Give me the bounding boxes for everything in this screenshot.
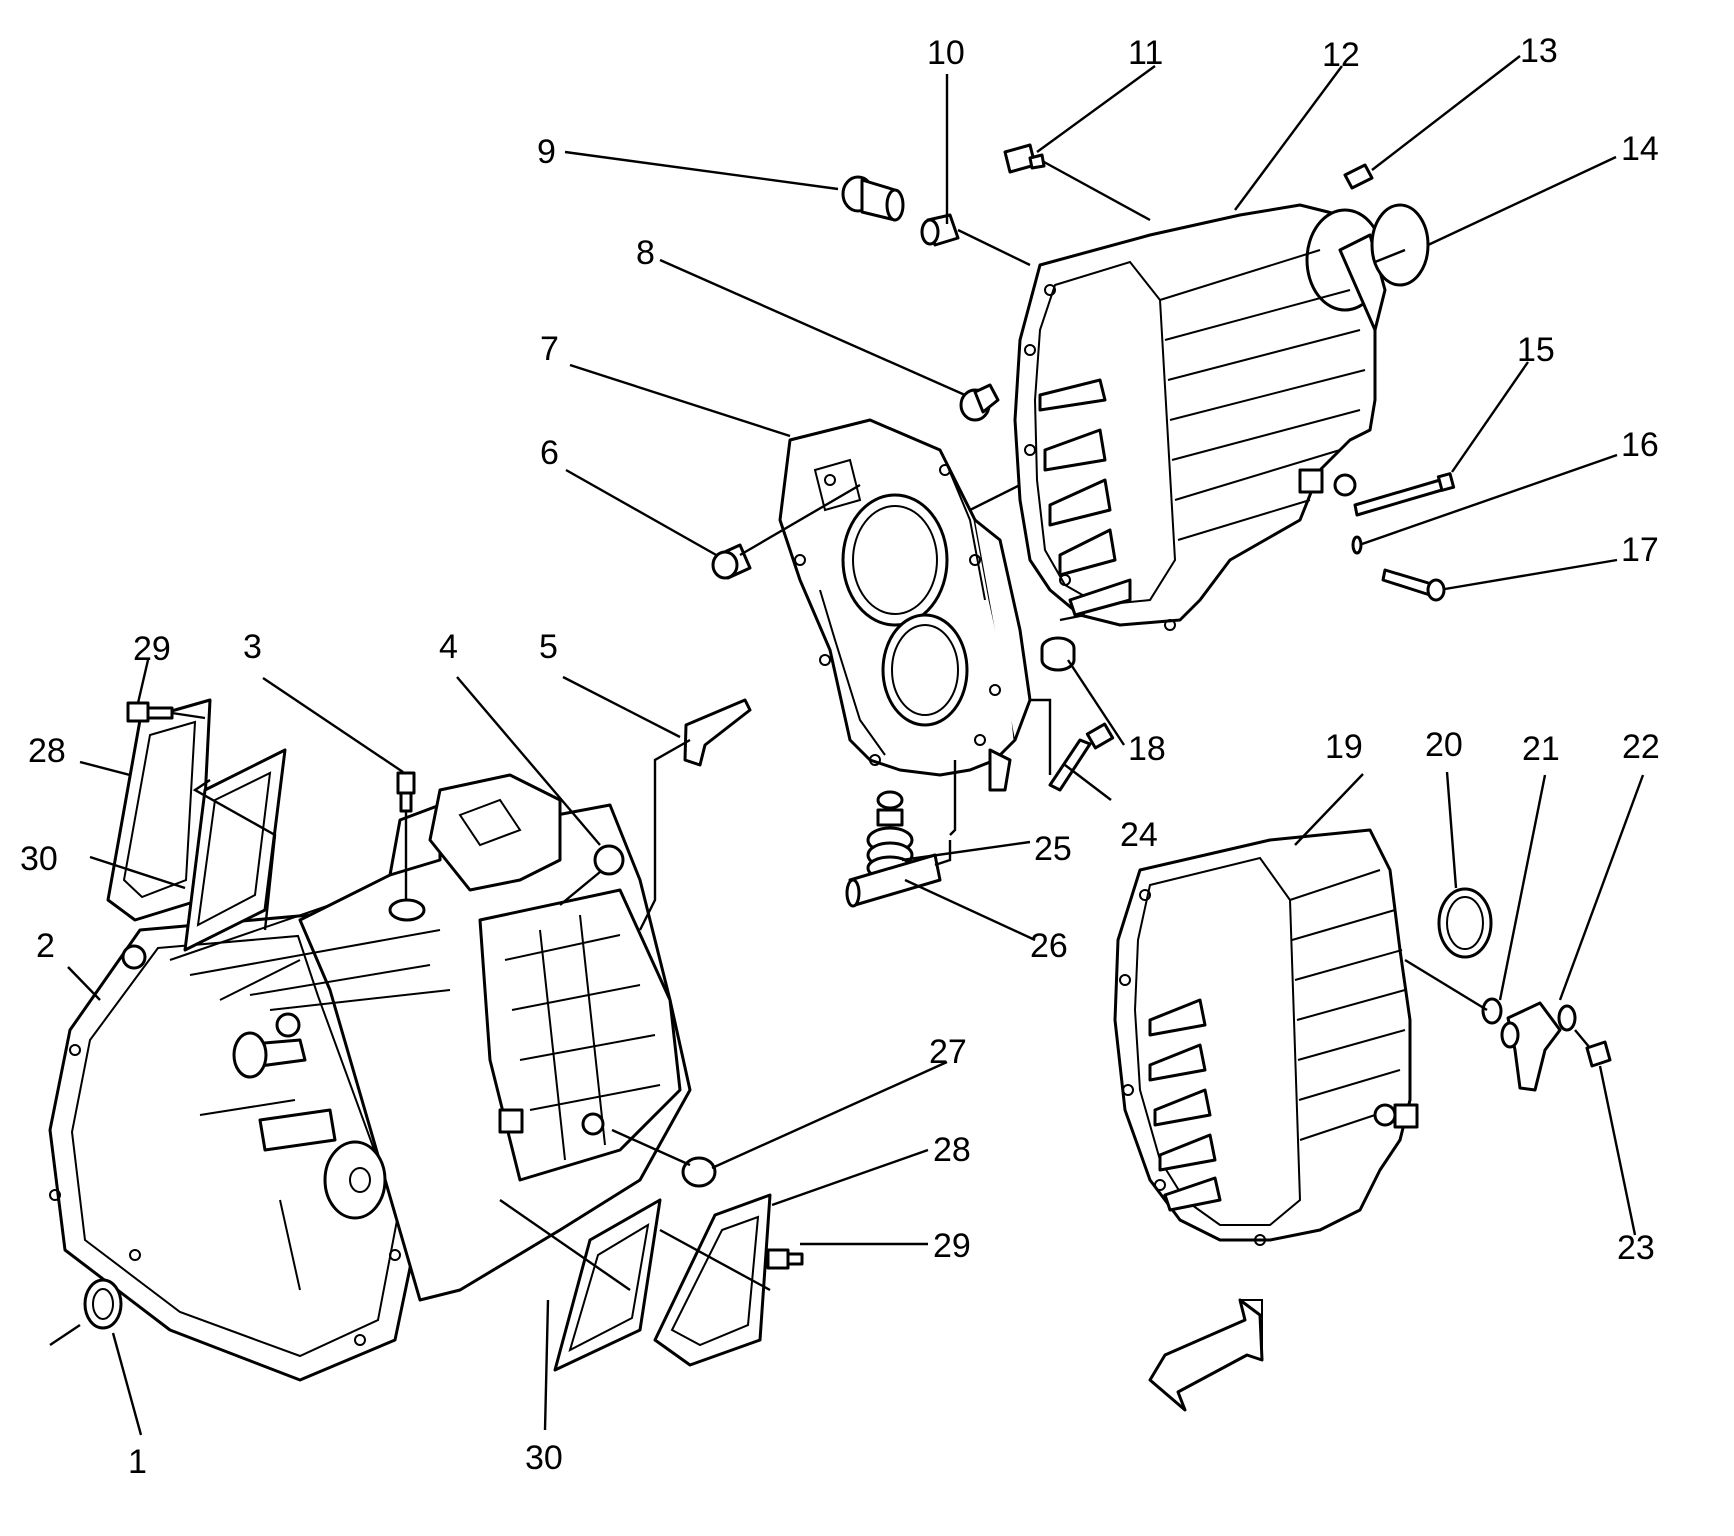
- bushing-9: [841, 175, 905, 222]
- bolt-17: [1381, 568, 1446, 602]
- callout-labels: 1 2 3 4 5 6 7 8 9 10 11 12 13 14 15 16 1…: [20, 32, 1660, 1481]
- callout-7: 7: [540, 330, 559, 368]
- shift-lever: [638, 698, 752, 931]
- extension-housing-lower: [1113, 828, 1419, 1246]
- callout-11: 11: [1128, 34, 1163, 72]
- callout-2: 2: [36, 927, 55, 965]
- callout-29-upper: 29: [133, 630, 171, 668]
- callout-8: 8: [636, 234, 655, 272]
- bolt-15: [1353, 472, 1456, 517]
- extension-housing-upper: [1013, 203, 1387, 631]
- pin-13: [1343, 163, 1374, 190]
- input-shaft-seal: [49, 1278, 123, 1346]
- callout-6: 6: [540, 434, 559, 472]
- adapter-plate: [778, 418, 1061, 836]
- callout-3: 3: [243, 628, 262, 666]
- callout-24: 24: [1120, 816, 1158, 854]
- callout-26: 26: [1030, 927, 1068, 965]
- transmission-front-case: [48, 773, 692, 1382]
- callout-28-upper: 28: [28, 732, 66, 770]
- washer-16: [1351, 535, 1363, 555]
- speed-sensor-22: [1500, 1001, 1577, 1092]
- plug: [559, 844, 625, 906]
- callout-16: 16: [1621, 426, 1659, 464]
- callout-17: 17: [1621, 531, 1659, 569]
- output-seal-27: [611, 1128, 717, 1188]
- front-direction-arrow-icon: [1148, 1298, 1264, 1412]
- callout-13: 13: [1520, 32, 1558, 70]
- callout-15: 15: [1517, 331, 1555, 369]
- callout-23: 23: [1617, 1229, 1655, 1267]
- callout-30-lower: 30: [525, 1439, 563, 1477]
- callout-19: 19: [1325, 728, 1363, 766]
- bolt-24: [1048, 722, 1115, 792]
- bushing-10: [920, 213, 1031, 267]
- dowel-sleeve-6: [711, 483, 861, 580]
- callout-22: 22: [1622, 728, 1660, 766]
- bolt-23: [1574, 1029, 1612, 1068]
- callout-20: 20: [1425, 726, 1463, 764]
- callout-4: 4: [439, 628, 458, 666]
- callout-12: 12: [1322, 36, 1360, 74]
- seal-20: [1437, 887, 1493, 959]
- dowel-pin-26: [845, 840, 952, 908]
- leader-lines: [67, 55, 1645, 1436]
- callout-30-upper: 30: [20, 840, 58, 878]
- o-ring-21: [1404, 958, 1503, 1025]
- callout-18: 18: [1128, 730, 1166, 768]
- callout-28-lower: 28: [933, 1131, 971, 1169]
- callout-9: 9: [537, 133, 556, 171]
- cap-18: [1040, 636, 1076, 672]
- callout-14: 14: [1621, 130, 1659, 168]
- vent-fitting: [396, 771, 416, 900]
- callout-29-lower: 29: [933, 1227, 971, 1265]
- callout-25: 25: [1034, 830, 1072, 868]
- callout-1: 1: [128, 1443, 147, 1481]
- bushing-8: [959, 383, 1000, 422]
- side-cover-lower: [499, 1193, 804, 1372]
- callout-21: 21: [1522, 730, 1560, 768]
- drain-plug-11: [1003, 143, 1151, 222]
- gasket-14: [1370, 203, 1430, 287]
- callout-5: 5: [539, 628, 558, 666]
- side-cover-upper-left: [106, 698, 287, 952]
- callout-10: 10: [927, 34, 965, 72]
- callout-27: 27: [929, 1033, 967, 1071]
